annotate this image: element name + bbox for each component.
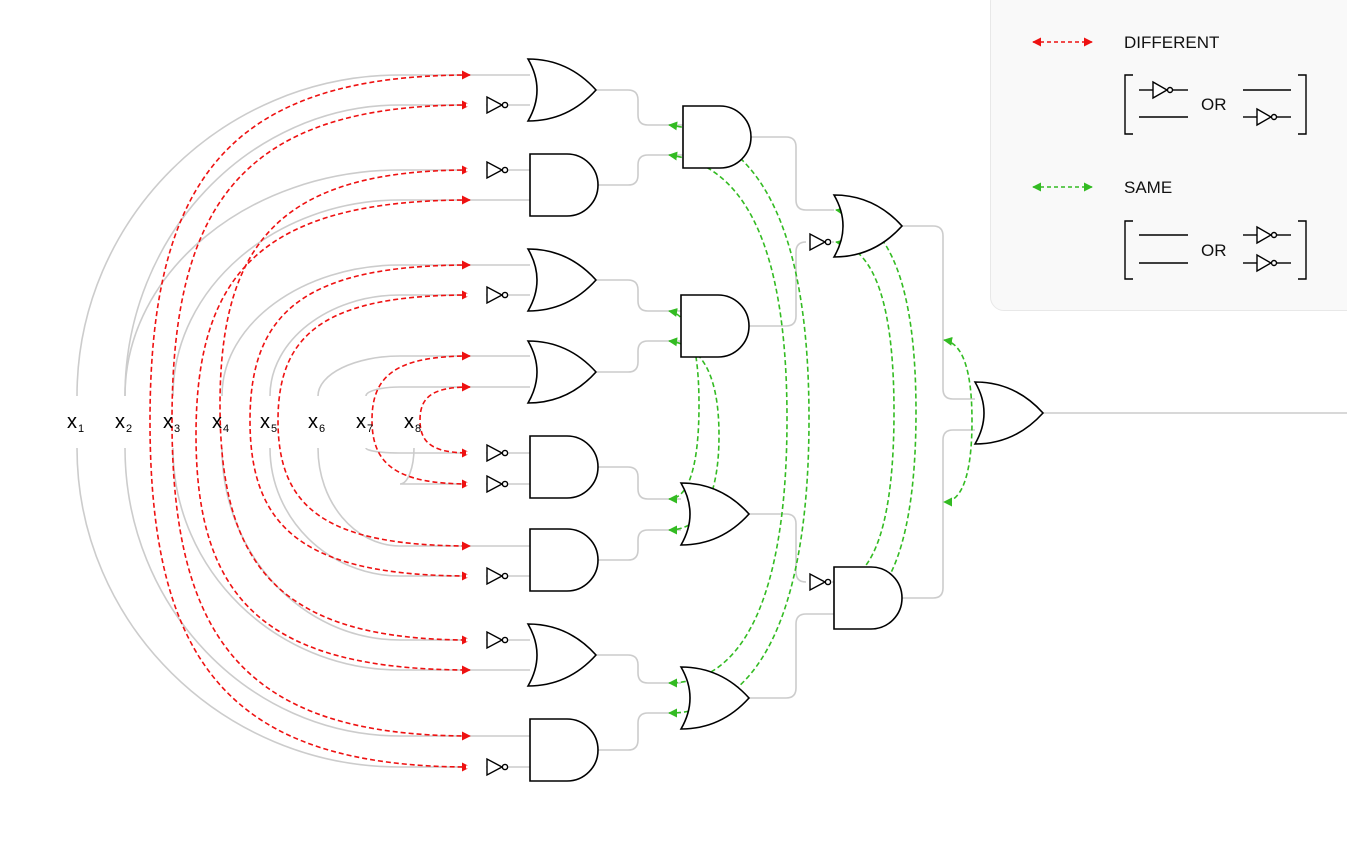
- same-relations: [668, 121, 973, 718]
- layer1-and-gate-5: [529, 435, 599, 499]
- input-wire: [172, 447, 530, 671]
- variable-labels: x1 x2 x3 x4 x5 x6 x7 x8: [67, 411, 421, 435]
- same-arc-6: [835, 238, 895, 587]
- layer2-input-wire: [597, 154, 683, 186]
- inverter-icon: [809, 232, 832, 252]
- layer1-or-gate-1: [526, 58, 598, 122]
- variable-label-1: x1: [67, 411, 84, 435]
- same-legend-label: SAME: [1124, 178, 1172, 197]
- variable-label-7: x7: [356, 411, 373, 435]
- layer3-input-wire: [749, 613, 834, 699]
- layer2-input-wire: [597, 89, 683, 126]
- variable-label-5: x5: [260, 411, 277, 435]
- inverters: [466, 95, 832, 777]
- inverter-icon: [486, 95, 509, 115]
- layer2-input-wire: [597, 466, 681, 500]
- input-wire: [76, 74, 530, 397]
- different-arc-5: [249, 260, 471, 581]
- inverter-icon: [809, 572, 832, 592]
- same-example: [1124, 220, 1307, 280]
- output-or-gate: [973, 381, 1045, 445]
- different-arc-8: [419, 382, 471, 458]
- input-wire: [365, 386, 530, 397]
- input-wire: [317, 447, 530, 547]
- variable-label-6: x6: [308, 411, 325, 435]
- layer1-and-gate-8: [529, 718, 599, 782]
- layer2-or-gate-4: [679, 666, 751, 730]
- layer2-and-gate-1: [682, 105, 752, 169]
- inverter-icon: [486, 443, 509, 463]
- output-input-wire: [900, 429, 975, 599]
- layer3-or-gate-1: [832, 194, 904, 258]
- input-wire: [124, 169, 530, 397]
- layer2-input-wire: [597, 529, 681, 561]
- different-arc-4: [219, 165, 471, 645]
- layer1-or-gate-4: [526, 340, 598, 404]
- variable-label-8: x8: [404, 411, 421, 435]
- legend-contents: DIFFERENT SAME OR: [1032, 33, 1307, 280]
- layer2-or-gate-3: [679, 482, 751, 546]
- input-wire: [172, 199, 530, 397]
- input-wire: [221, 264, 530, 397]
- same-arc-5: [835, 206, 917, 619]
- layer1-and-gate-2: [529, 153, 599, 217]
- layer3-input-wire: [749, 136, 834, 211]
- layer1-and-gate-6: [529, 528, 599, 592]
- inverter-icon: [486, 630, 509, 650]
- inverter-icon: [486, 757, 509, 777]
- layer2-input-wire: [597, 712, 681, 751]
- input-wire: [221, 447, 530, 641]
- different-arc-7: [371, 351, 471, 489]
- different-arc-1: [149, 70, 471, 772]
- inverter-icon: [486, 285, 509, 305]
- input-wire: [124, 104, 530, 397]
- layer2-input-wire: [597, 654, 681, 684]
- input-wire: [269, 447, 530, 577]
- different-arc-6: [277, 290, 471, 551]
- different-arc-3: [195, 195, 471, 675]
- input-wire: [317, 355, 530, 397]
- layer3-input-wire: [749, 241, 834, 327]
- input-wire: [124, 447, 530, 737]
- layer3-input-wire: [749, 513, 834, 583]
- variable-label-3: x3: [163, 411, 180, 435]
- same-or-label: OR: [1201, 241, 1227, 260]
- inverter-icon: [486, 474, 509, 494]
- layer1-or-gate-7: [526, 623, 598, 687]
- output-input-wire: [900, 225, 975, 400]
- layer2-input-wire: [597, 340, 681, 373]
- input-wire: [76, 447, 530, 768]
- same-arc-1: [668, 121, 810, 718]
- input-wire: [365, 447, 530, 454]
- different-example: [1124, 74, 1307, 135]
- different-or-label: OR: [1201, 95, 1227, 114]
- different-arc-2: [171, 100, 471, 741]
- wires: [76, 74, 1347, 768]
- input-wire: [399, 447, 530, 485]
- inverter-icon: [486, 160, 509, 180]
- legend-panel: [990, 0, 1347, 311]
- different-relations: [149, 70, 471, 772]
- layer2-input-wire: [597, 279, 681, 312]
- different-legend-label: DIFFERENT: [1124, 33, 1219, 52]
- same-arc-7: [943, 336, 973, 507]
- layer2-and-gate-2: [680, 294, 750, 358]
- gates: [526, 58, 1045, 782]
- variable-label-2: x2: [115, 411, 132, 435]
- inverter-icon: [486, 566, 509, 586]
- layer3-and-gate-2: [833, 566, 903, 630]
- layer1-or-gate-3: [526, 248, 598, 312]
- input-wire: [269, 294, 530, 397]
- variable-label-4: x4: [212, 411, 229, 435]
- same-arc-2: [668, 151, 788, 688]
